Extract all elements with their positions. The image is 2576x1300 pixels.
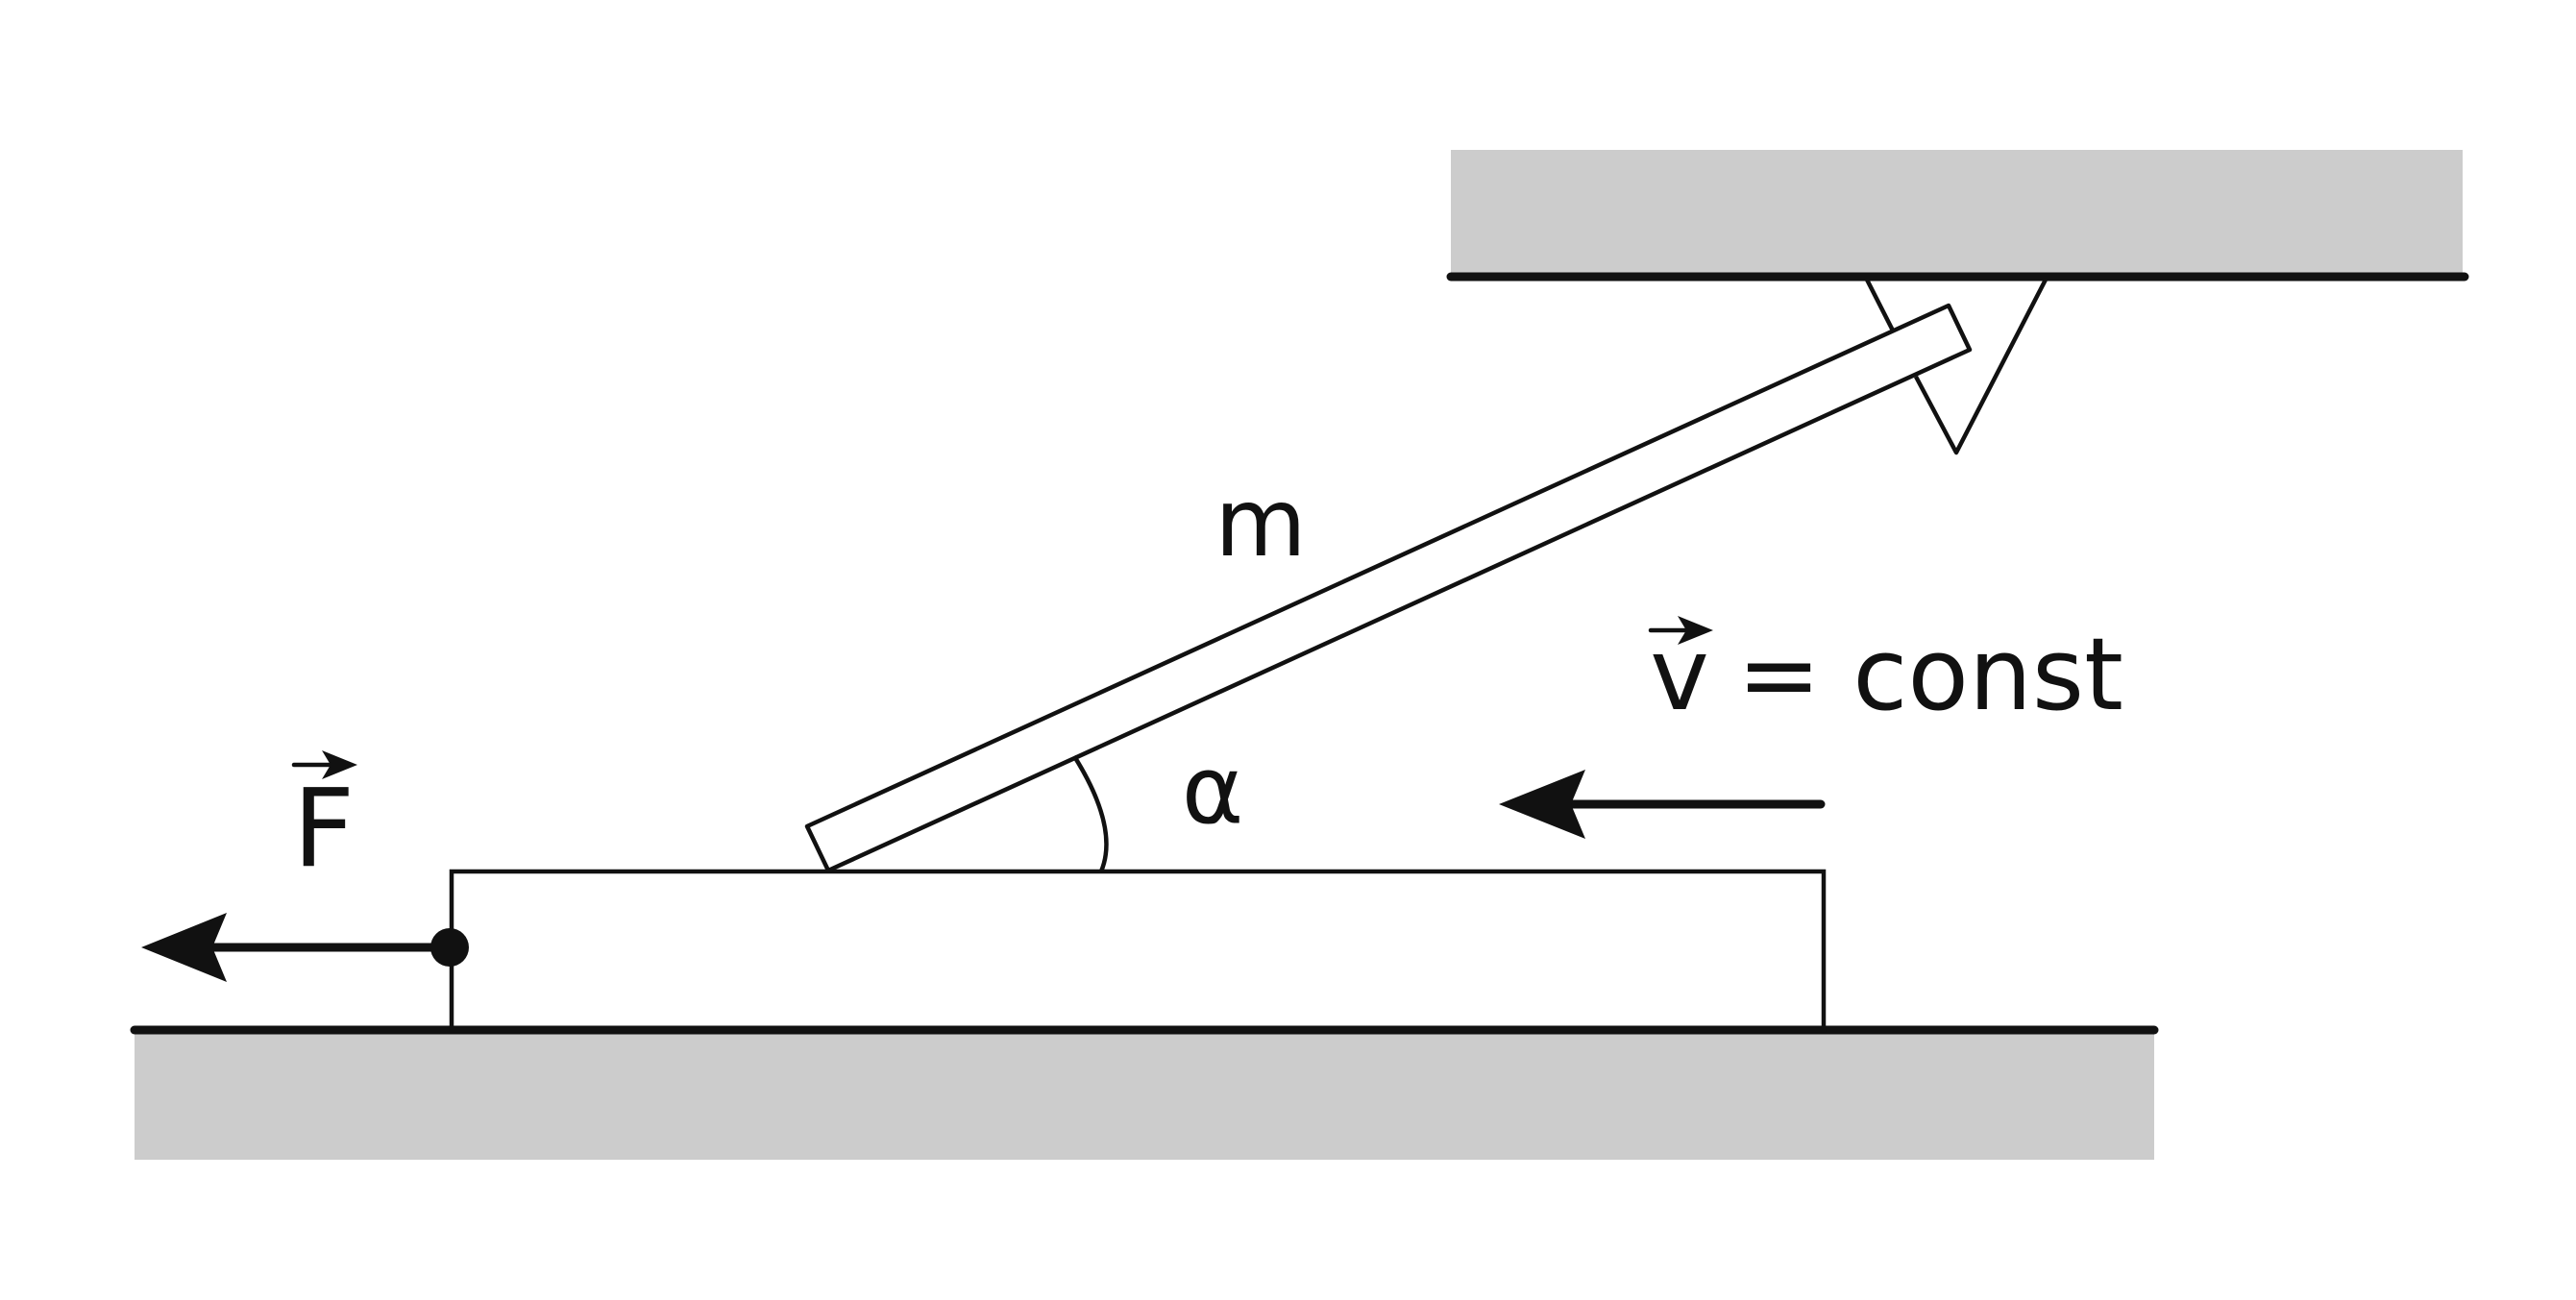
hinge-right-leg xyxy=(1914,278,2048,455)
velocity-label: v xyxy=(1650,616,1709,733)
force-label: F xyxy=(293,767,355,892)
hinge-left-leg xyxy=(1864,278,1897,334)
force-arrow xyxy=(141,913,469,982)
force-vector-mark xyxy=(291,750,357,779)
angle-arc xyxy=(1072,754,1109,872)
velocity-const-label: = const xyxy=(1737,616,2123,733)
floor-fill xyxy=(135,1030,2154,1160)
rod xyxy=(804,303,1973,873)
ceiling-fill xyxy=(1451,150,2463,277)
velocity-arrow xyxy=(1499,770,1826,839)
angle-label: α xyxy=(1182,736,1244,846)
moving-block xyxy=(449,869,1827,1033)
velocity-arrow-head xyxy=(1499,770,1585,839)
ceiling xyxy=(1446,150,2469,282)
floor xyxy=(130,1025,2159,1160)
mass-label: m xyxy=(1214,469,1306,578)
force-arrow-head xyxy=(141,913,227,982)
velocity-vector-mark xyxy=(1648,616,1713,645)
force-application-point xyxy=(430,928,469,967)
hinge-support xyxy=(1864,278,2048,455)
